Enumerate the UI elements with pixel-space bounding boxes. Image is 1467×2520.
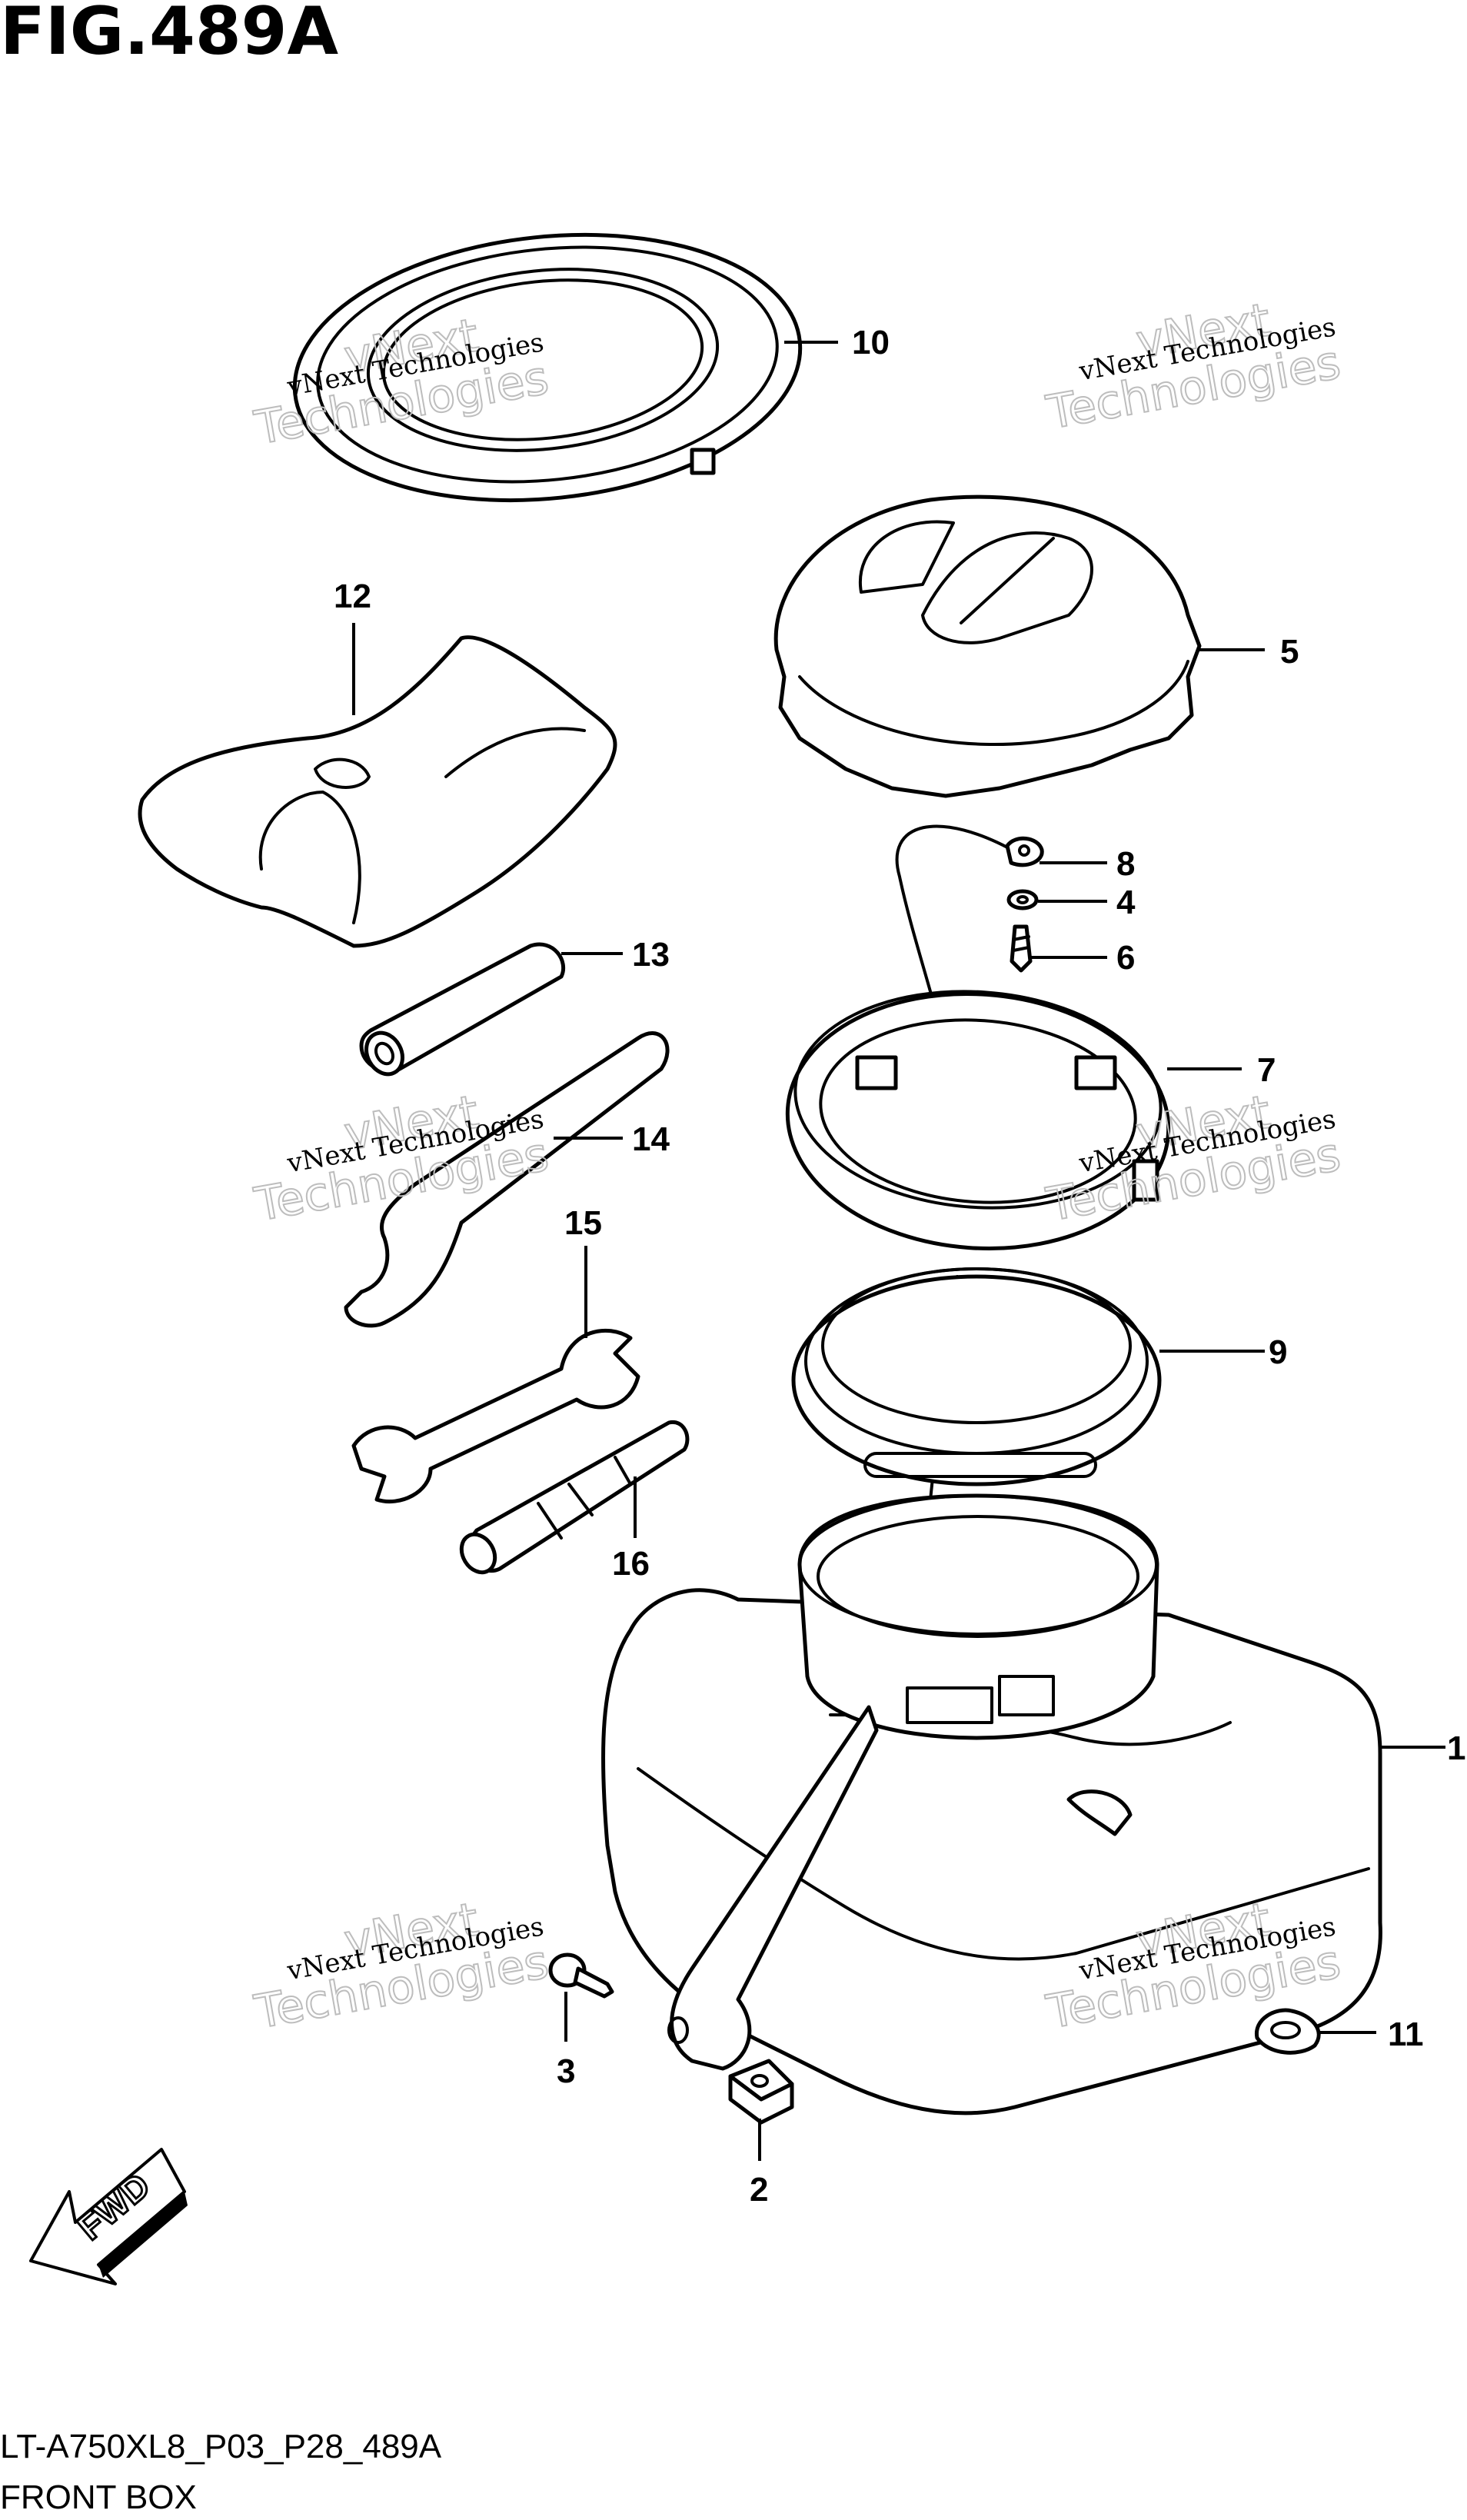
part-3-bolt (548, 1952, 614, 1999)
callout-4: 4 (1116, 884, 1136, 921)
watermark-top-right: Technologies vNext vNext Technologies (1042, 292, 1346, 441)
figure-name: FRONT BOX (0, 2478, 197, 2516)
leader-lines (352, 341, 1445, 2161)
fwd-arrow-icon: FWD (29, 2148, 188, 2285)
callout-numbers: 10 5 8 4 6 7 9 1 11 12 13 14 15 16 3 2 (334, 324, 1465, 2209)
part-8-clip (1005, 836, 1044, 867)
part-12-tool-bag (138, 635, 617, 948)
callout-10: 10 (852, 324, 890, 361)
part-6-screw (1010, 924, 1033, 973)
part-11-grommet (1255, 2008, 1321, 2055)
part-9-threaded-ring (791, 1267, 1162, 1486)
callout-5: 5 (1280, 633, 1299, 671)
figure-code: LT-A750XL8_P03_P28_489A (0, 2428, 442, 2465)
part-4-washer (1006, 889, 1039, 910)
callout-12: 12 (334, 578, 371, 615)
part-5-cap (773, 494, 1202, 798)
callout-6: 6 (1116, 939, 1135, 977)
part-16-socket (459, 1420, 690, 1575)
callout-14: 14 (632, 1120, 670, 1158)
part-15-wrench (351, 1328, 640, 1504)
callout-16: 16 (612, 1545, 650, 1583)
callout-2: 2 (750, 2171, 768, 2209)
watermark-low-left: Technologies vNext vNext Technologies (250, 1892, 554, 2040)
part-14-spanner (344, 1031, 670, 1328)
callout-8: 8 (1116, 845, 1135, 883)
part-2-clip-nut (728, 2059, 794, 2125)
callout-9: 9 (1269, 1333, 1287, 1371)
callout-1: 1 (1447, 1729, 1465, 1767)
callout-13: 13 (632, 936, 670, 974)
callout-11: 11 (1388, 2016, 1424, 2053)
figure-title: FIG.489A (0, 0, 339, 70)
callout-15: 15 (564, 1204, 602, 1242)
part-7-retaining-ring (785, 990, 1171, 1251)
part-1-front-box (600, 1493, 1382, 2116)
callout-3: 3 (557, 2052, 575, 2090)
watermark-top-left: Technologies vNext vNext Technologies (250, 308, 554, 456)
part-13-tube (359, 942, 566, 1077)
callout-7: 7 (1257, 1051, 1276, 1089)
